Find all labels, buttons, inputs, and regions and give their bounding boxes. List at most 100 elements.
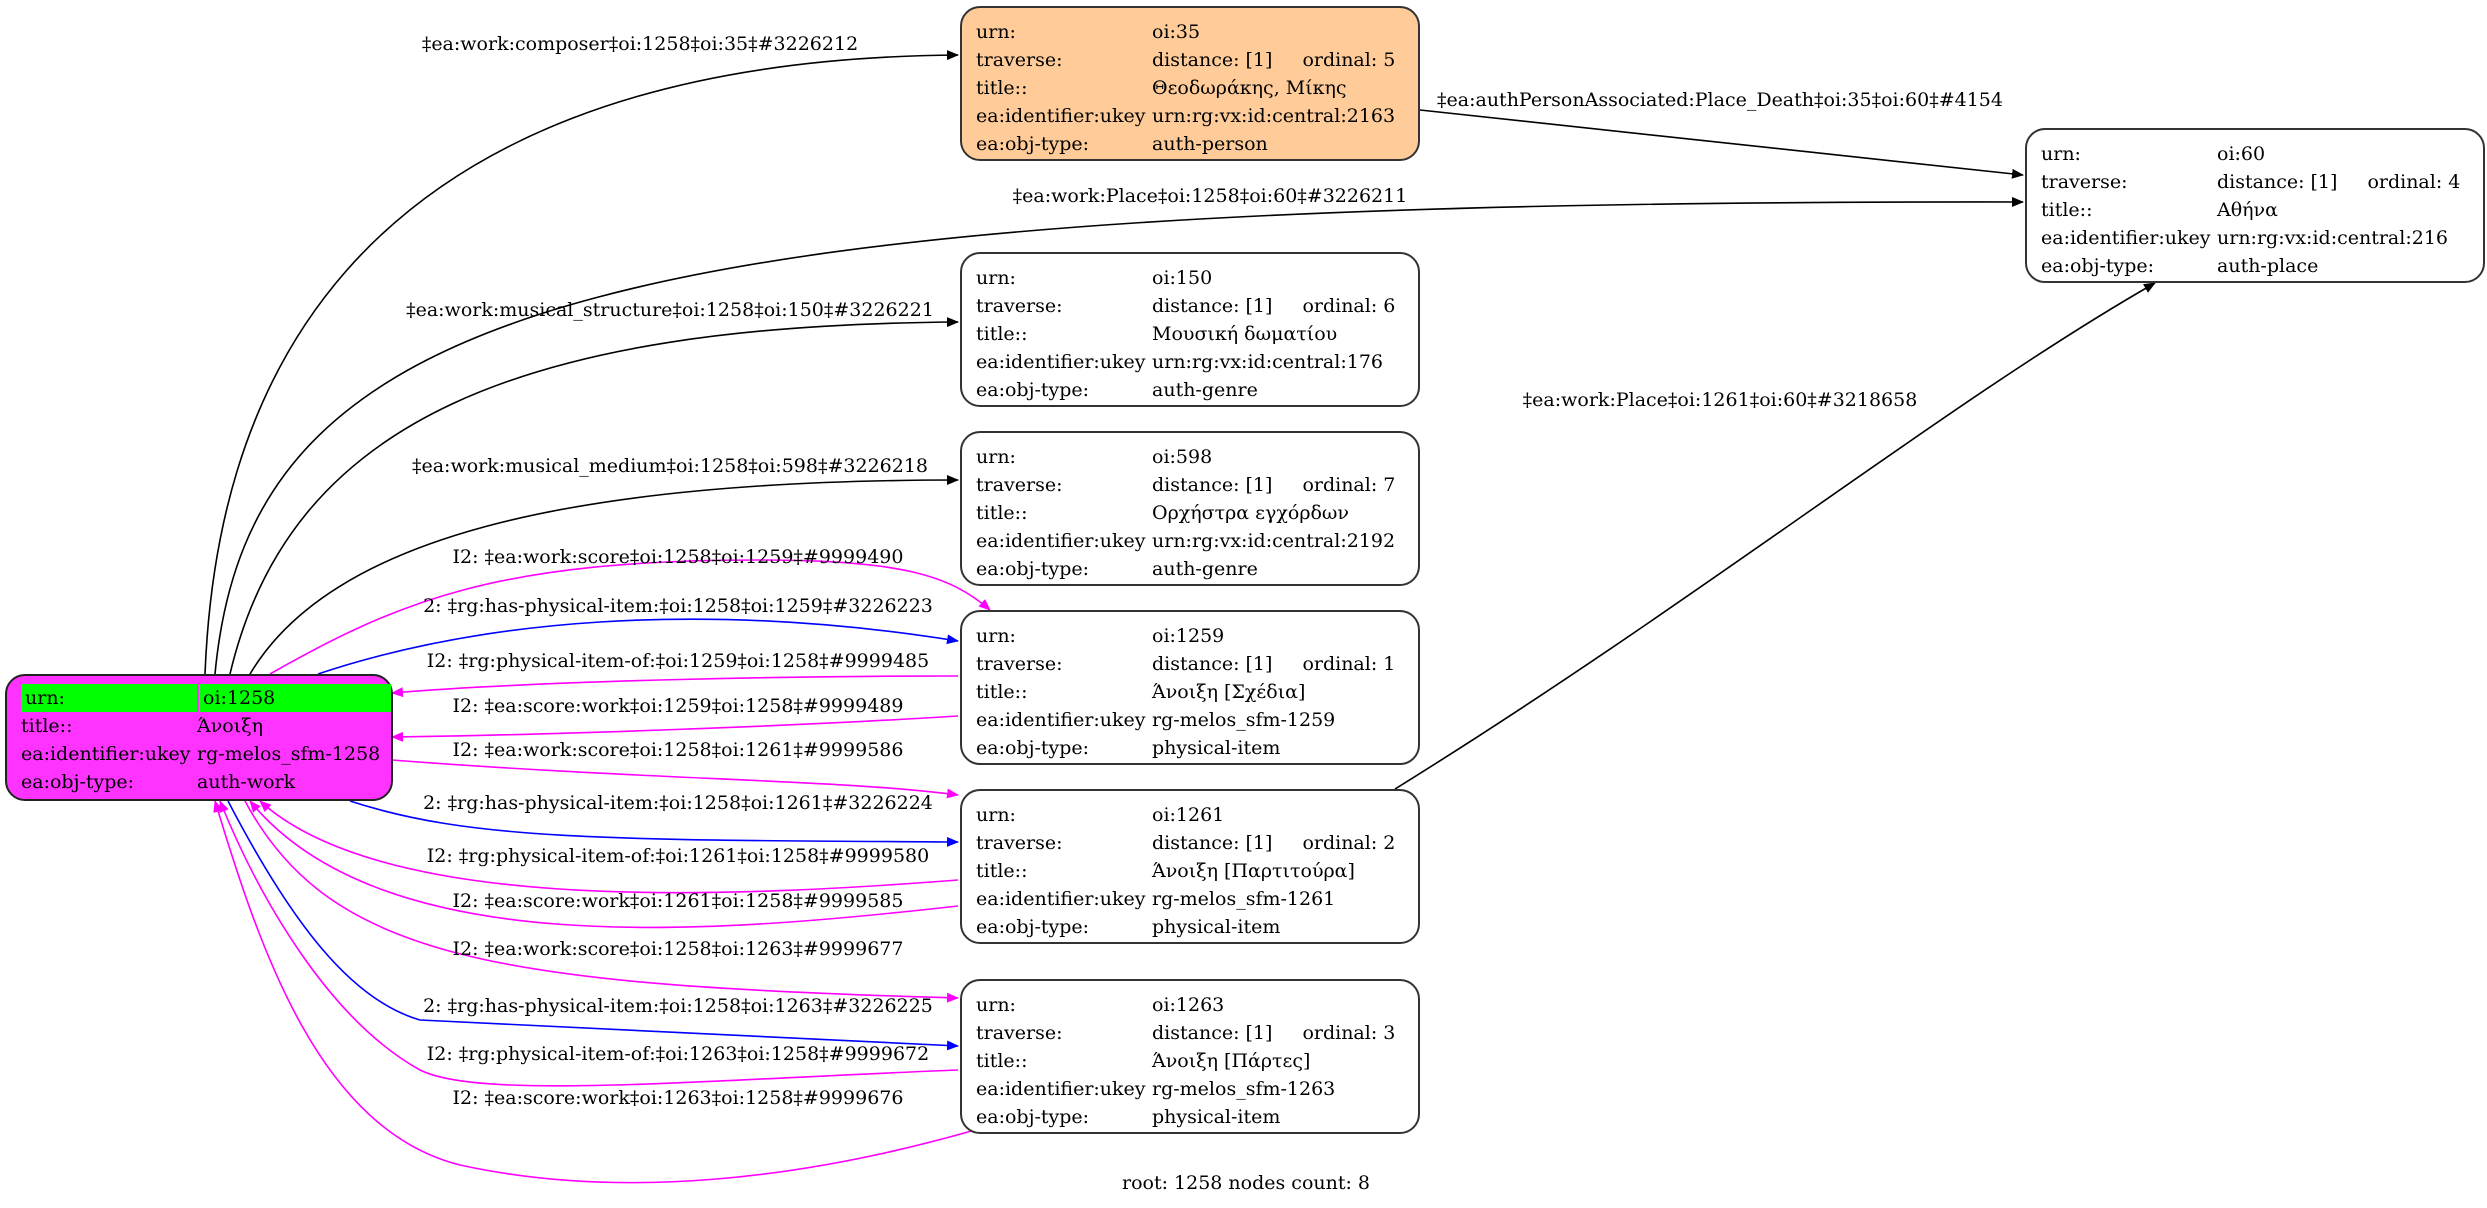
row-key: ea:identifier:ukey [21, 743, 191, 765]
edge-label: I2: ‡rg:physical-item-of:‡oi:1263‡oi:125… [427, 1043, 929, 1065]
row-key: ea:obj-type: [976, 133, 1090, 155]
edge-path [349, 800, 959, 847]
edge-path [391, 715, 959, 742]
row-value: urn:rg:vx:id:central:216 [2217, 227, 2449, 249]
row-value: rg-melos_sfm-1261 [1152, 888, 1336, 910]
row-key: title:: [2041, 199, 2093, 221]
row-key: ea:obj-type: [21, 771, 135, 793]
row-key: title:: [976, 323, 1028, 345]
row-key: ea:identifier:ukey [976, 888, 1146, 910]
row-value: auth-work [197, 771, 296, 793]
node-row-urn: urn:oi:1263 [976, 991, 1404, 1019]
row-value: oi:150 [1152, 267, 1213, 289]
row-value: Μουσική δωματίου [1152, 323, 1338, 345]
row-value: physical-item [1152, 737, 1281, 759]
node-row-title: title::Άνοιξη [Σχέδια] [976, 678, 1404, 706]
node-row-type: ea:obj-type: auth-work [21, 768, 377, 796]
edge-path [1394, 282, 2156, 790]
row-value: Άνοιξη [Σχέδια] [1152, 681, 1306, 703]
node-row-urn: urn:oi:1261 [976, 801, 1404, 829]
node-row-type: ea:obj-type:physical-item [976, 1103, 1404, 1131]
row-key: urn: [976, 21, 1016, 43]
node-row-type: ea:obj-type: physical-item [976, 734, 1404, 762]
node-row-urn: urn: oi:1259 [976, 622, 1404, 650]
row-value: distance: [1] ordinal: 5 [1152, 46, 1395, 74]
row-key: ea:identifier:ukey [2041, 227, 2211, 249]
edge-label: ‡ea:work:composer‡oi:1258‡oi:35‡#3226212 [422, 33, 858, 55]
node-oi-598[interactable]: urn:oi:598 traverse:distance: [1]ordinal… [960, 431, 1420, 586]
row-value: oi:1259 [1152, 625, 1225, 647]
row-key: traverse: [976, 474, 1063, 496]
node-oi-1259[interactable]: urn: oi:1259 traverse: distance: [1]ordina… [960, 610, 1420, 765]
node-oi-35[interactable]: urn:oi:35 traverse:distance: [1]ordinal:… [960, 6, 1420, 161]
node-row-traverse: traverse:distance: [1]ordinal: 3 [976, 1019, 1404, 1047]
node-row-title: title::Άνοιξη [Πάρτες] [976, 1047, 1404, 1075]
edge-label: 2: ‡rg:has-physical-item:‡oi:1258‡oi:125… [423, 595, 933, 617]
edge-path [227, 800, 959, 1051]
distance-value: distance: [1] [1152, 49, 1273, 71]
node-row-type: ea:obj-type:auth-place [2041, 252, 2469, 280]
row-value: distance: [1]ordinal: 1 [1152, 650, 1395, 678]
row-value: distance: [1]ordinal: 4 [2217, 168, 2460, 196]
edge-path [244, 800, 959, 1003]
row-key: urn: [976, 267, 1016, 289]
row-value: Ορχήστρα εγχόρδων [1152, 502, 1349, 524]
edge-path [204, 50, 959, 675]
node-row-ukey: ea:identifier:ukey urn:rg:vx:id:central:2… [2041, 224, 2469, 252]
node-oi-1263[interactable]: urn:oi:1263 traverse:distance: [1]ordina… [960, 979, 1420, 1134]
node-row-title: title::Αθήνα [2041, 196, 2469, 224]
row-key: urn: [976, 625, 1016, 647]
ordinal-value: ordinal: 7 [1302, 474, 1396, 496]
node-oi-60[interactable]: urn:oi:60 traverse:distance: [1]ordinal:… [2025, 128, 2485, 283]
edge-path [249, 800, 959, 929]
edge-label: I2: ‡ea:score:work‡oi:1259‡oi:1258‡#9999… [453, 695, 904, 717]
row-value: Αθήνα [2217, 199, 2278, 221]
edge-label: 2: ‡rg:has-physical-item:‡oi:1258‡oi:126… [423, 995, 933, 1017]
edge-path [259, 800, 959, 894]
row-key: ea:obj-type: [976, 916, 1090, 938]
node-oi-1258[interactable]: urn:oi:1258 title::Άνοιξη ea:identifier:… [5, 674, 393, 801]
row-key: traverse: [976, 295, 1063, 317]
node-row-traverse: traverse:distance: [1]ordinal: 2 [976, 829, 1404, 857]
row-key: ea:identifier:ukey [976, 530, 1146, 552]
row-key: traverse: [976, 653, 1063, 675]
node-row-title: title::Άνοιξη [21, 712, 377, 740]
edge-label: I2: ‡ea:score:work‡oi:1261‡oi:1258‡#9999… [453, 890, 904, 912]
distance-value: distance: [1] [1152, 295, 1273, 317]
node-row-traverse: traverse:distance: [1]ordinal: 4 [2041, 168, 2469, 196]
ordinal-value: ordinal: 5 [1302, 49, 1396, 71]
node-row-urn: urn:oi:1258 [21, 684, 391, 712]
row-key: urn: [976, 446, 1016, 468]
row-key: ea:obj-type: [2041, 255, 2155, 277]
row-value: auth-genre [1152, 558, 1258, 580]
ordinal-value: ordinal: 1 [1302, 653, 1396, 675]
row-key: ea:identifier:ukey [976, 1078, 1146, 1100]
node-row-urn: urn:oi:60 [2041, 140, 2469, 168]
row-key: ea:obj-type: [976, 737, 1090, 759]
edge-path [249, 475, 959, 675]
ordinal-value: ordinal: 3 [1302, 1022, 1396, 1044]
row-value: oi:35 [1152, 21, 1201, 43]
edge-label: I2: ‡rg:physical-item-of:‡oi:1259‡oi:125… [427, 650, 929, 672]
row-key: title:: [976, 860, 1028, 882]
node-oi-1261[interactable]: urn:oi:1261 traverse:distance: [1]ordina… [960, 789, 1420, 944]
row-key: ea:obj-type: [976, 1106, 1090, 1128]
distance-value: distance: [1] [2217, 171, 2338, 193]
node-oi-150[interactable]: urn:oi:150 traverse:distance: [1]ordinal… [960, 252, 1420, 407]
distance-value: distance: [1] [1152, 1022, 1273, 1044]
node-row-traverse: traverse: distance: [1]ordinal: 7 [976, 471, 1404, 499]
node-row-urn: urn: oi:150 [976, 264, 1404, 292]
edge-path [219, 800, 959, 1087]
row-key: urn: [21, 684, 197, 712]
edge-label: I2: ‡rg:physical-item-of:‡oi:1261‡oi:125… [427, 845, 929, 867]
edge-path [213, 800, 976, 1184]
row-key: ea:obj-type: [976, 379, 1090, 401]
distance-value: distance: [1] [1152, 832, 1273, 854]
row-value: distance: [1]ordinal: 7 [1152, 471, 1395, 499]
node-row-type: ea:obj-type:physical-item [976, 913, 1404, 941]
